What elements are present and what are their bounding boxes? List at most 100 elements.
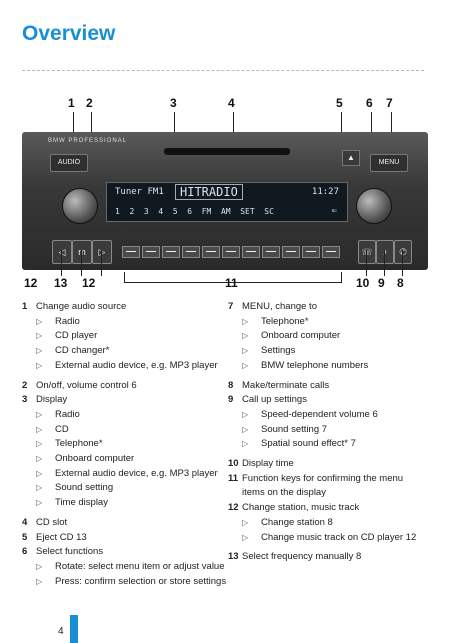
callout-4: 4 [228,96,235,110]
button-row: ◁ m ▷ ☏ ♪ ✆ [22,240,428,266]
menu-button[interactable]: MENU [370,154,408,172]
leader-line [61,250,62,276]
legend-number: 8 [228,379,234,391]
legend-subitem: Press: confirm selection or store settin… [22,575,227,590]
legend-subitem: CD [22,423,227,438]
legend-number: 4 [22,516,28,528]
legend-subitem: Settings [228,344,428,359]
function-key[interactable] [242,246,260,258]
legend-text: Select frequency manually 8 [242,551,362,563]
volume-knob[interactable] [62,188,98,224]
function-key[interactable] [122,246,140,258]
legend-subitem: External audio device, e.g. MP3 player [22,359,227,374]
radio-figure: 1 2 3 4 5 6 7 BMW PROFESSIONAL AUDIO MEN… [22,92,428,292]
callout-9: 9 [378,276,385,290]
legend-number: 10 [228,458,239,470]
legend-subitem: Onboard computer [228,329,428,344]
function-key[interactable] [302,246,320,258]
legend-item: 8 Make/terminate calls [228,379,428,394]
function-key[interactable] [162,246,180,258]
callout-2: 2 [86,96,93,110]
leader-line [81,250,82,276]
legend-subitem: Change music track on CD player 12 [228,531,428,546]
legend-item: 2 On/off, volume control 6 [22,379,227,394]
page-marker [70,615,78,643]
function-key[interactable] [222,246,240,258]
callout-1: 1 [68,96,75,110]
legend-subitem: Speed-dependent volume 6 [228,408,428,423]
legend-subitem: CD changer* [22,344,227,359]
legend-number: 2 [22,379,28,391]
display-station: HITRADIO [175,184,243,200]
leader-line [402,250,403,276]
audio-button[interactable]: AUDIO [50,154,88,172]
legend-number: 9 [228,394,234,406]
legend-subitem: External audio device, e.g. MP3 player [22,467,227,482]
legend-text: Display [36,394,68,406]
function-key[interactable] [262,246,280,258]
legend-number: 5 [22,531,28,543]
function-key[interactable] [202,246,220,258]
settings-button[interactable]: ♪ [376,240,394,264]
call-button[interactable]: ✆ [394,240,412,264]
legend-text: Make/terminate calls [242,379,330,391]
mode-button[interactable]: m [72,240,92,264]
legend-text: Change station, music track [242,502,360,514]
function-key[interactable] [182,246,200,258]
select-knob[interactable] [356,188,392,224]
callout-5: 5 [336,96,343,110]
legend-subitem: Radio [22,408,227,423]
callout-11: 11 [225,276,238,290]
page-title: Overview [22,22,116,45]
radio-display: Tuner FM1 HITRADIO 11:27 1 2 3 4 5 6 FM … [106,182,348,222]
callout-12: 12 [24,276,38,290]
callout-8: 8 [397,276,404,290]
page-number: 4 [58,626,64,637]
callout-13: 13 [54,276,68,290]
back-arrow-icon: ⇐ [331,206,337,216]
legend-number: 3 [22,394,28,406]
eject-button[interactable]: ▲ [342,150,360,166]
legend-text: On/off, volume control 6 [36,379,137,391]
callout-10: 10 [356,276,370,290]
legend-subitem: Sound setting [22,481,227,496]
callout-12: 12 [82,276,96,290]
legend-text: Function keys for confirming the menu it… [242,472,404,499]
legend-number: 13 [228,551,239,563]
display-time: 11:27 [311,187,339,197]
display-softkeys: 1 2 3 4 5 6 FM AM SET SC [115,207,274,216]
prev-button[interactable]: ◁ [52,240,72,264]
legend-number: 1 [22,301,28,312]
legend-item: 4 CD slot [22,516,227,531]
legend-subitem: Rotate: select menu item or adjust value [22,560,227,575]
legend-subitem: Radio [22,315,227,330]
callout-7: 7 [386,96,393,110]
legend-number: 7 [228,301,234,312]
function-key[interactable] [282,246,300,258]
legend-text: CD slot [36,516,68,528]
callout-6: 6 [366,96,373,110]
legend-text: Display time [242,458,294,470]
legend-text: Select functions [36,546,104,558]
radio-unit: BMW PROFESSIONAL AUDIO MENU ▲ Tuner FM1 … [22,132,428,270]
legend-subitem: Onboard computer [22,452,227,467]
legend-subitem: Sound setting 7 [228,423,428,438]
function-key[interactable] [322,246,340,258]
leader-line [233,112,234,150]
brand-label: BMW PROFESSIONAL [48,138,128,144]
leader-line [366,250,367,276]
function-key[interactable] [142,246,160,258]
callout-3: 3 [170,96,177,110]
legend-subitem: CD player [22,329,227,344]
leader-line [101,250,102,276]
legend-subitem: Spatial sound effect* 7 [228,437,428,452]
next-button[interactable]: ▷ [92,240,112,264]
phone-button[interactable]: ☏ [358,240,376,264]
